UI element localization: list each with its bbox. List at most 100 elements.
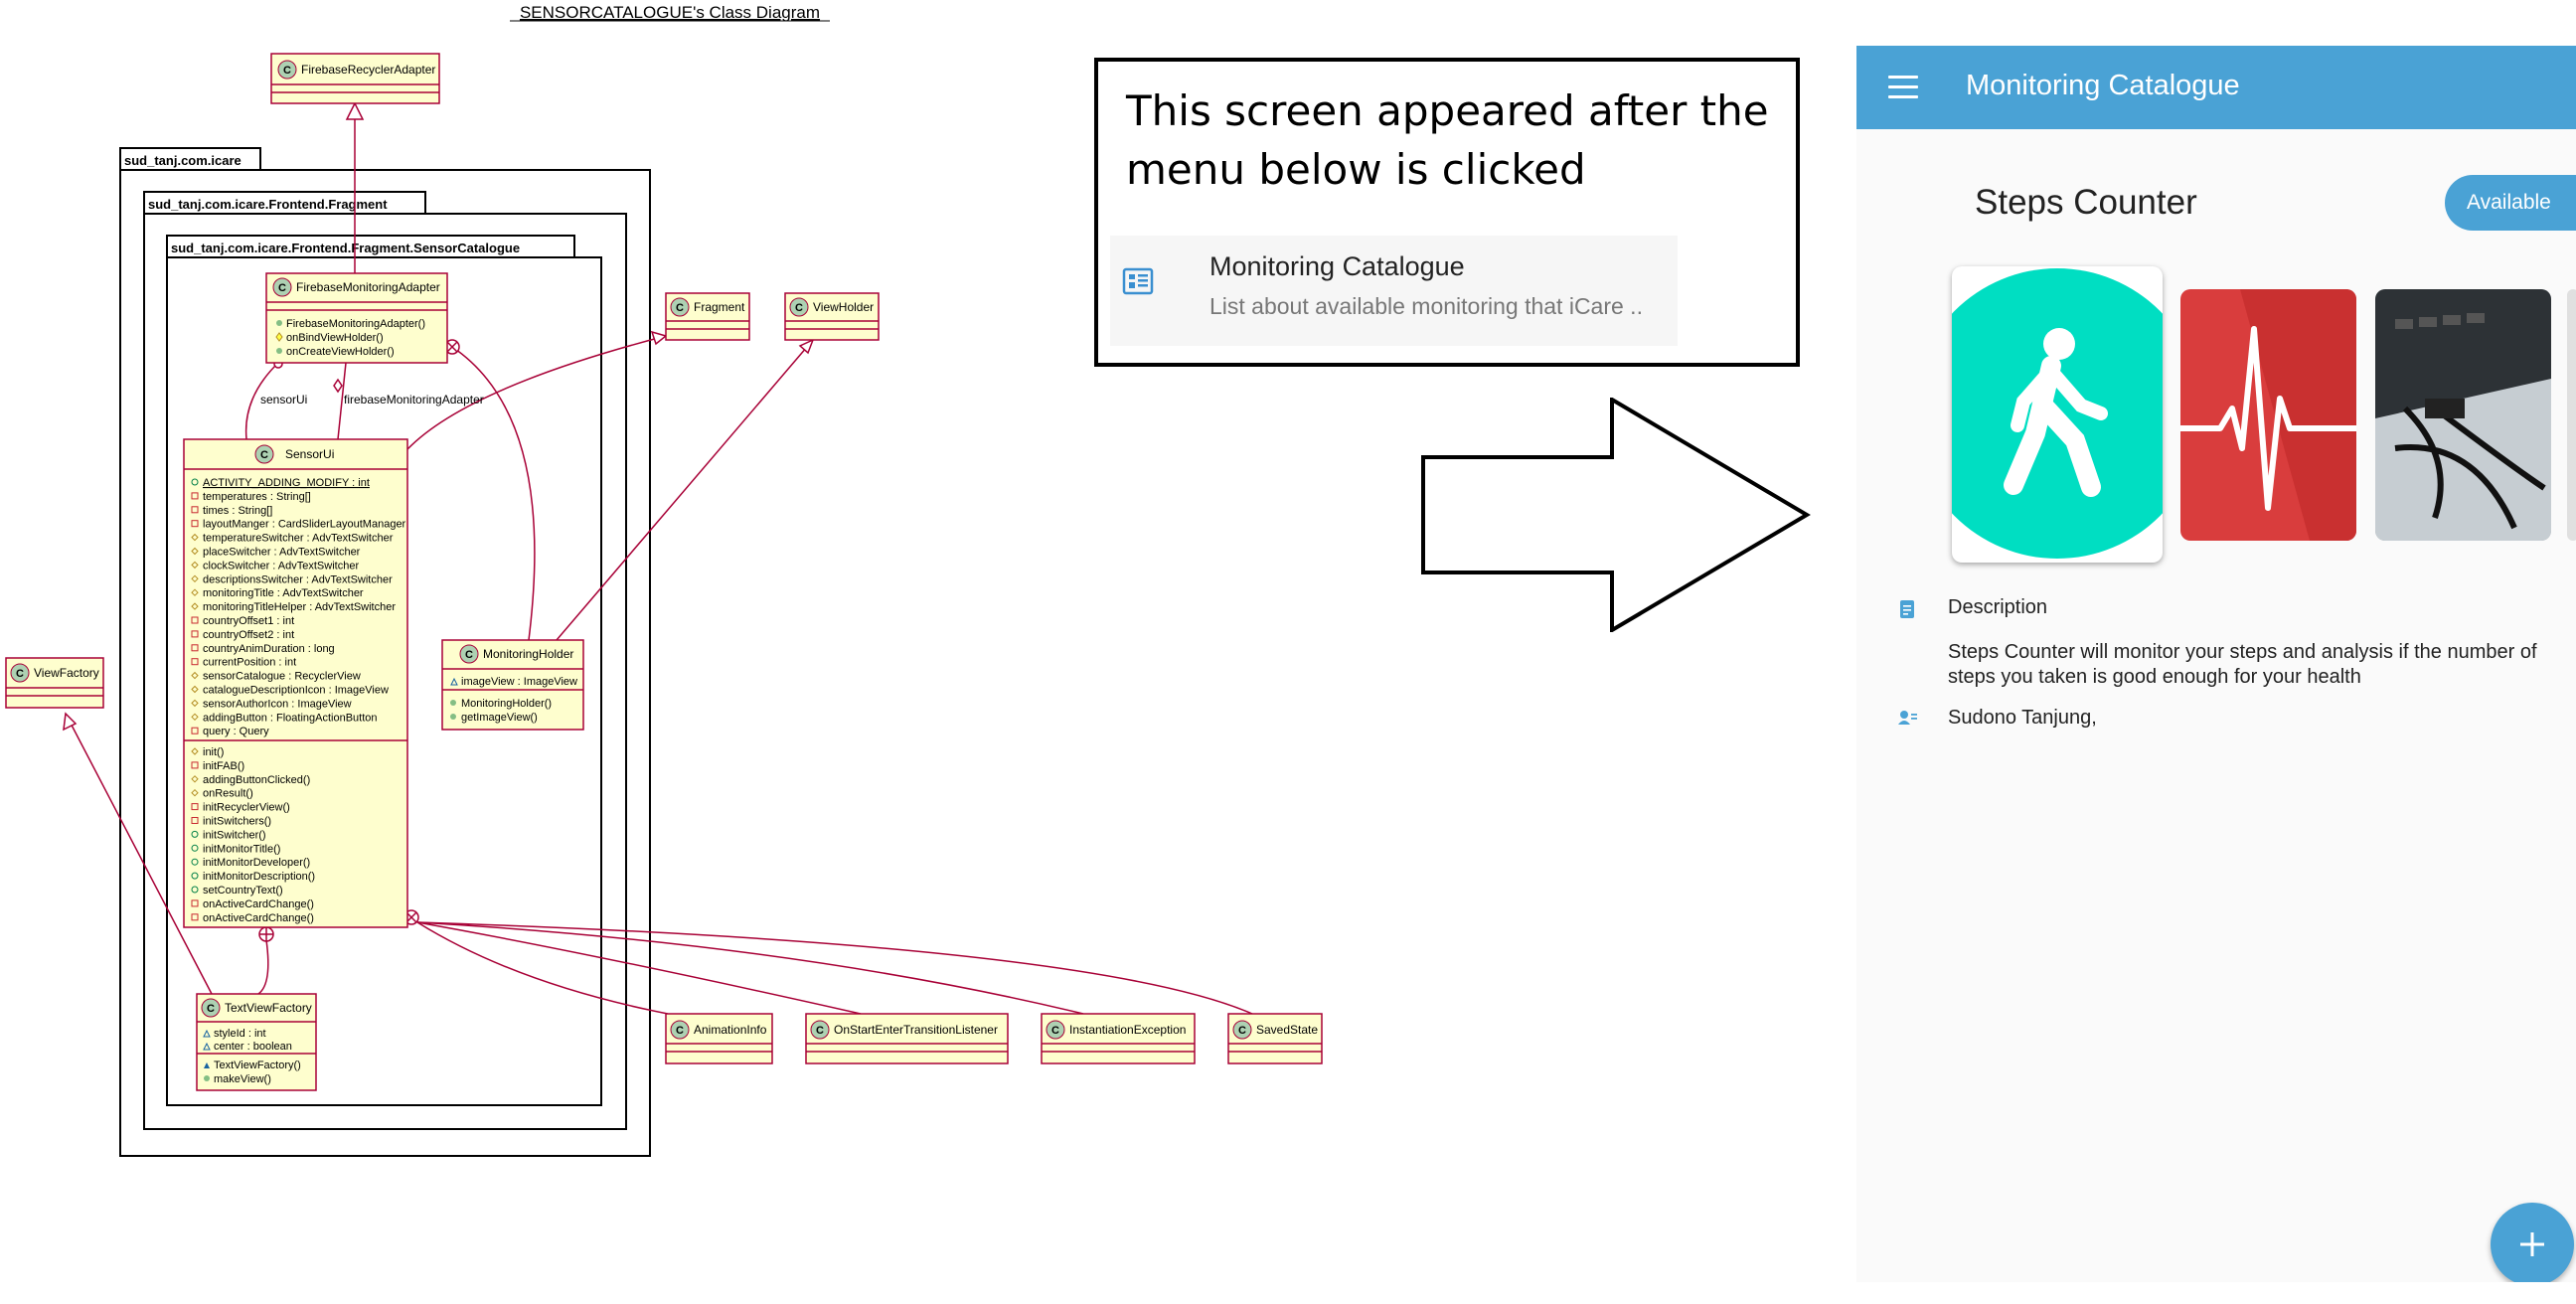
class-marker-c: C <box>207 1003 215 1015</box>
class-name: OnStartEnterTransitionListener <box>834 1023 998 1037</box>
class-view-holder: C ViewHolder <box>784 292 880 341</box>
method: init() <box>203 746 224 758</box>
visibility-marker <box>191 506 199 514</box>
author-icon <box>1898 711 1917 725</box>
field: temperatures : String[] <box>203 491 311 503</box>
field: styleId : int <box>214 1028 266 1040</box>
description-text: Steps Counter will monitor your steps an… <box>1948 641 2537 688</box>
class-on-start-enter-transition-listener: C OnStartEnterTransitionListener <box>805 1013 1009 1064</box>
method: onResult() <box>203 788 253 800</box>
menu-item-monitoring-catalogue[interactable]: Monitoring Catalogue List about availabl… <box>1110 236 1678 346</box>
menu-item-title: Monitoring Catalogue <box>1209 251 1465 281</box>
plus-icon <box>2520 1232 2544 1256</box>
walking-person-icon <box>1952 268 2163 559</box>
card-usb-cable[interactable] <box>2375 289 2551 541</box>
class-marker-c: C <box>16 668 24 680</box>
class-sensor-ui: C SensorUi ACTIVITY_ADDING_MODIFY : intt… <box>183 438 408 928</box>
field: sensorAuthorIcon : ImageView <box>203 698 352 710</box>
field: ACTIVITY_ADDING_MODIFY : int <box>203 477 370 489</box>
method: initMonitorDeveloper() <box>203 857 310 869</box>
diagram-title: SENSORCATALOGUE's Class Diagram <box>520 3 820 22</box>
class-marker-c: C <box>795 302 803 314</box>
visibility-marker <box>191 630 199 638</box>
field: monitoringTitleHelper : AdvTextSwitcher <box>203 601 396 613</box>
field: clockSwitcher : AdvTextSwitcher <box>203 560 359 571</box>
method: initSwitcher() <box>203 829 266 841</box>
class-name: SensorUi <box>285 447 334 461</box>
field: placeSwitcher : AdvTextSwitcher <box>203 547 361 559</box>
class-animation-info: C AnimationInfo <box>665 1013 773 1064</box>
card-heart-rate[interactable] <box>2180 289 2356 541</box>
class-name: FirebaseRecyclerAdapter <box>301 63 435 77</box>
field: times : String[] <box>203 505 272 517</box>
visibility-marker <box>191 844 199 852</box>
method: FirebaseMonitoringAdapter() <box>286 318 425 330</box>
visibility-marker <box>191 699 199 708</box>
visibility-marker <box>191 478 199 486</box>
visibility-marker <box>191 713 199 722</box>
visibility-marker <box>191 658 199 666</box>
card-steps-counter[interactable] <box>1952 266 2163 563</box>
visibility-marker <box>191 616 199 624</box>
usb-cable-photo <box>2375 289 2551 541</box>
method: makeView() <box>214 1073 271 1085</box>
class-name: MonitoringHolder <box>483 647 573 661</box>
class-marker-c: C <box>676 1025 684 1037</box>
method: MonitoringHolder() <box>461 698 552 710</box>
class-name: ViewFactory <box>34 666 99 680</box>
method: TextViewFactory() <box>214 1060 301 1071</box>
package-icare-label: sud_tanj.com.icare <box>124 153 242 168</box>
field: countryOffset2 : int <box>203 629 294 641</box>
class-marker-c: C <box>465 649 473 661</box>
visibility-marker <box>191 547 199 556</box>
visibility-marker <box>191 788 199 797</box>
class-marker-c: C <box>283 65 291 77</box>
monitor-title: Steps Counter <box>1975 183 2197 222</box>
class-instantiation-exception: C InstantiationException <box>1041 1013 1196 1064</box>
class-firebase-monitoring-adapter: C FirebaseMonitoringAdapter FirebaseMoni… <box>265 272 448 364</box>
visibility-marker <box>191 913 199 921</box>
field: imageView : ImageView <box>461 676 577 688</box>
package-sensorcatalogue-label: sud_tanj.com.icare.Frontend.Fragment.Sen… <box>171 241 520 255</box>
dashboard-icon <box>1122 267 1154 295</box>
heartbeat-icon <box>2180 289 2356 541</box>
visibility-marker <box>191 685 199 694</box>
visibility-marker <box>191 520 199 528</box>
visibility-marker <box>191 830 199 838</box>
class-marker-c: C <box>676 302 684 314</box>
class-monitoring-holder: C MonitoringHolder imageView : ImageView… <box>441 639 584 731</box>
method: onBindViewHolder() <box>286 332 384 344</box>
app-title: Monitoring Catalogue <box>1966 70 2240 101</box>
method: onCreateViewHolder() <box>286 346 395 358</box>
add-monitoring-button[interactable] <box>2491 1203 2574 1282</box>
class-name: Fragment <box>694 300 745 314</box>
card-next[interactable] <box>2567 289 2576 541</box>
visibility-marker <box>191 775 199 783</box>
method: initFAB() <box>203 760 244 772</box>
visibility-marker <box>191 644 199 652</box>
visibility-marker <box>191 858 199 866</box>
class-text-view-factory: C TextViewFactory styleId : int center :… <box>196 993 317 1091</box>
visibility-marker <box>191 803 199 811</box>
visibility-marker <box>191 671 199 680</box>
class-saved-state: C SavedState <box>1227 1013 1323 1064</box>
visibility-marker <box>191 588 199 596</box>
available-button[interactable]: Available <box>2445 175 2576 231</box>
description-icon <box>1900 600 1914 618</box>
callout-box: This screen appeared after the menu belo… <box>1094 58 1800 367</box>
method: initSwitchers() <box>203 816 271 828</box>
field: descriptionsSwitcher : AdvTextSwitcher <box>203 573 393 585</box>
visibility-marker <box>191 533 199 542</box>
visibility-marker <box>191 602 199 610</box>
class-marker-c: C <box>816 1025 824 1037</box>
field: catalogueDescriptionIcon : ImageView <box>203 685 389 697</box>
relationship-edges <box>63 101 1253 1015</box>
class-marker-c: C <box>1051 1025 1059 1037</box>
menu-icon[interactable] <box>1888 76 1918 99</box>
visibility-marker <box>191 574 199 583</box>
visibility-marker <box>191 747 199 755</box>
visibility-marker <box>191 817 199 824</box>
class-name: AnimationInfo <box>694 1023 767 1037</box>
callout-text: This screen appeared after the menu belo… <box>1126 86 1769 194</box>
